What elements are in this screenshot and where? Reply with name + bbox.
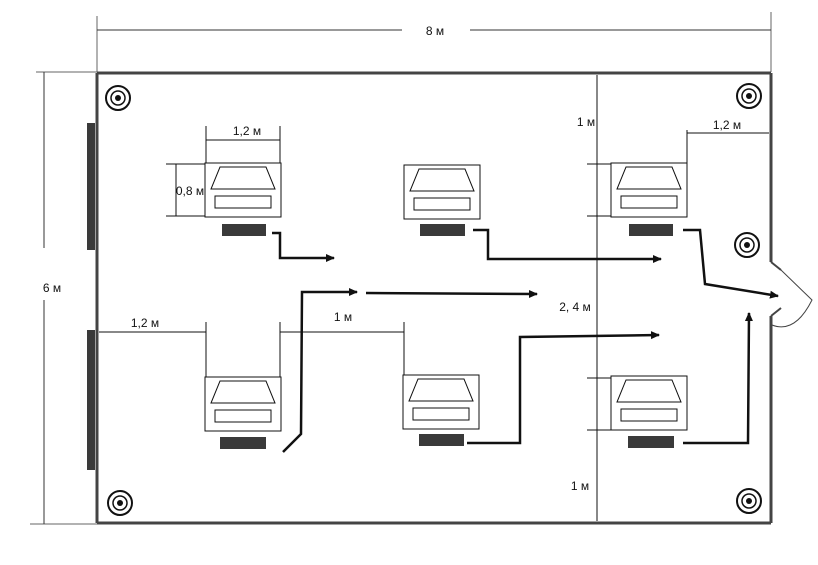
top-right-gap-label: 1 м (577, 115, 595, 129)
route-arrow (473, 228, 662, 263)
route-arrow (683, 312, 753, 445)
route-arrow (365, 289, 538, 298)
window-lower (87, 330, 95, 470)
aisle-label: 2, 4 м (559, 300, 591, 314)
computer-monitor-icon (403, 164, 481, 220)
chair (420, 224, 465, 236)
route-arrow (683, 228, 779, 299)
exit-door (770, 261, 813, 328)
chair (220, 437, 266, 449)
left-gap-label: 1,2 м (131, 316, 159, 330)
route-arrow (282, 288, 358, 453)
workstation (99, 322, 405, 449)
ceiling-lamp-icon (105, 85, 131, 111)
desk-width-label: 1,2 м (233, 124, 261, 138)
middle-gap-label: 1 м (334, 310, 352, 324)
chair (629, 224, 673, 236)
workstation (402, 374, 480, 446)
workstation (166, 126, 282, 236)
computer-monitor-icon (204, 162, 282, 218)
computer-monitor-icon (610, 162, 688, 218)
bottom-right-gap-label: 1 м (571, 479, 589, 493)
workstation (403, 164, 481, 236)
top-right-width-label: 1,2 м (713, 118, 741, 132)
room-height-label: 6 м (43, 281, 61, 295)
room-walls (95, 71, 773, 525)
workstation (587, 130, 769, 236)
window-upper (87, 123, 95, 250)
room-width-label: 8 м (426, 24, 444, 38)
ceiling-lamp-icon (734, 232, 760, 258)
desk-depth-label: 0,8 м (176, 184, 204, 198)
computer-monitor-icon (204, 376, 282, 432)
chair (419, 434, 464, 446)
computer-monitor-icon (610, 375, 688, 431)
chair (628, 436, 674, 448)
route-arrow (467, 331, 660, 445)
ceiling-lamp-icon (107, 490, 133, 516)
ceiling-lamp-icon (736, 488, 762, 514)
ceiling-lamp-icon (736, 83, 762, 109)
evacuation-arrows (272, 228, 779, 453)
computer-monitor-icon (402, 374, 480, 430)
chair (222, 224, 266, 236)
workstation (587, 375, 688, 448)
room-width-dimension: 8 м (96, 12, 772, 72)
route-arrow (272, 231, 335, 262)
room-height-dimension: 6 м (30, 71, 97, 525)
